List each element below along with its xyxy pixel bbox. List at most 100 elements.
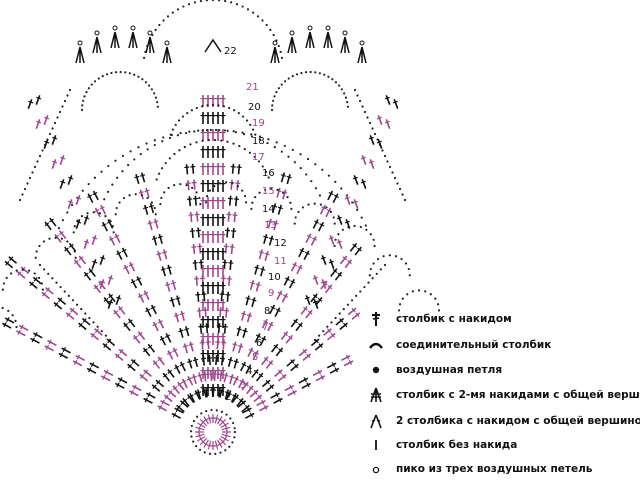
stitch-bar: [320, 374, 324, 380]
chain-dot: [275, 141, 278, 144]
stitch-bar: [179, 312, 185, 316]
chain-dot: [340, 88, 343, 91]
stitch-bar: [236, 328, 242, 331]
chain-dot: [251, 128, 255, 131]
row-number: 15: [262, 186, 275, 197]
stitch-stem: [121, 247, 128, 258]
stitch-bar: [312, 300, 318, 304]
stitch-bar: [290, 280, 296, 284]
stitch-bar: [127, 363, 132, 369]
stitch-bar: [172, 412, 177, 418]
stitch-bar: [135, 277, 141, 281]
chain-dot: [5, 276, 8, 279]
stitch-stem: [157, 405, 167, 412]
slip-stitch-icon: [366, 336, 388, 354]
chain-dot: [1, 306, 4, 310]
stitch-stem: [232, 375, 239, 386]
chain-dot: [57, 227, 61, 230]
stitch-bar: [339, 318, 344, 323]
chain-dot: [66, 240, 69, 243]
stitch-bar: [303, 306, 308, 311]
stitch-stem: [51, 135, 57, 145]
chain-dot: [205, 409, 208, 413]
stitch-bar: [320, 256, 326, 260]
stitch-bar: [254, 351, 260, 355]
stitch-stem: [188, 196, 192, 207]
chain-dot: [80, 308, 83, 311]
chain-dot: [188, 130, 191, 133]
stitch-stem: [90, 332, 99, 341]
chain-dot: [197, 129, 200, 132]
stitch-stem: [236, 397, 244, 407]
chain-dot: [100, 330, 103, 333]
stitch-bar: [9, 256, 14, 262]
chain-dot: [122, 196, 126, 200]
treble-cluster: [323, 31, 333, 49]
stitch-bar: [254, 266, 260, 270]
chain-dot: [48, 237, 51, 240]
chain-dot: [291, 148, 294, 151]
stitch-stem: [241, 381, 249, 391]
stitch-stem: [35, 95, 41, 105]
chain-dot: [333, 244, 336, 248]
stitch-stem: [102, 343, 112, 351]
stitch-bar: [278, 397, 282, 403]
ring-stitch: [216, 416, 223, 425]
stitch-bar: [186, 377, 192, 381]
chain-dot: [401, 297, 404, 300]
stitch-stem: [171, 412, 182, 419]
chain-dot: [254, 196, 257, 199]
chain-dot: [368, 274, 371, 277]
stitch-stem: [41, 291, 50, 300]
chain-dot: [373, 132, 377, 136]
chain-dot: [436, 303, 440, 306]
stitch-bar: [197, 374, 203, 377]
stitch-bar: [59, 231, 64, 236]
stitch-stem: [47, 339, 57, 347]
stitch-stem: [283, 276, 290, 286]
chain-dot: [401, 193, 404, 196]
ring-stitch: [221, 426, 231, 431]
row-number: 14: [262, 204, 275, 215]
chain-dot: [272, 33, 275, 37]
stitch-bar: [121, 248, 127, 253]
chain-dot: [153, 92, 156, 95]
stitch-stem: [267, 321, 274, 332]
stitch-stem: [227, 356, 233, 367]
stitch-stem: [242, 327, 247, 338]
stitch-stem: [18, 324, 29, 331]
stitch-stem: [275, 347, 284, 357]
stitch-bar: [246, 365, 252, 370]
stitch-bar: [248, 348, 254, 353]
stitch-bar: [352, 176, 358, 180]
chain-dot: [417, 289, 421, 292]
stitch-bar: [158, 404, 163, 410]
stitch-stem: [218, 387, 224, 398]
stitch-stem: [129, 390, 139, 397]
stitch-bar: [36, 120, 42, 124]
stitch-bar: [360, 180, 366, 184]
chain-dot: [35, 250, 38, 253]
stitch-bar: [123, 265, 129, 270]
chain-dot: [318, 72, 321, 75]
chain-dot: [271, 104, 274, 107]
chain-dot: [218, 0, 221, 2]
stitch-bar: [128, 319, 133, 324]
chain-dot: [249, 123, 252, 126]
stitch-stem: [174, 312, 180, 323]
stitch-stem: [274, 369, 283, 377]
stitch-stem: [194, 390, 201, 400]
stitch-bar: [164, 394, 169, 400]
stitch-stem: [332, 193, 339, 203]
chain-dot: [178, 149, 181, 152]
chain-dot: [160, 196, 163, 200]
stitch-bar: [263, 235, 269, 239]
chain-dot: [193, 1, 196, 4]
stitch-stem: [219, 371, 223, 382]
stitch-bar: [242, 329, 248, 333]
chain-dot: [273, 146, 276, 149]
stitch-stem: [189, 392, 196, 403]
stitch-stem: [131, 384, 142, 392]
chain-dot: [156, 100, 159, 104]
stitch-bar: [88, 268, 94, 273]
